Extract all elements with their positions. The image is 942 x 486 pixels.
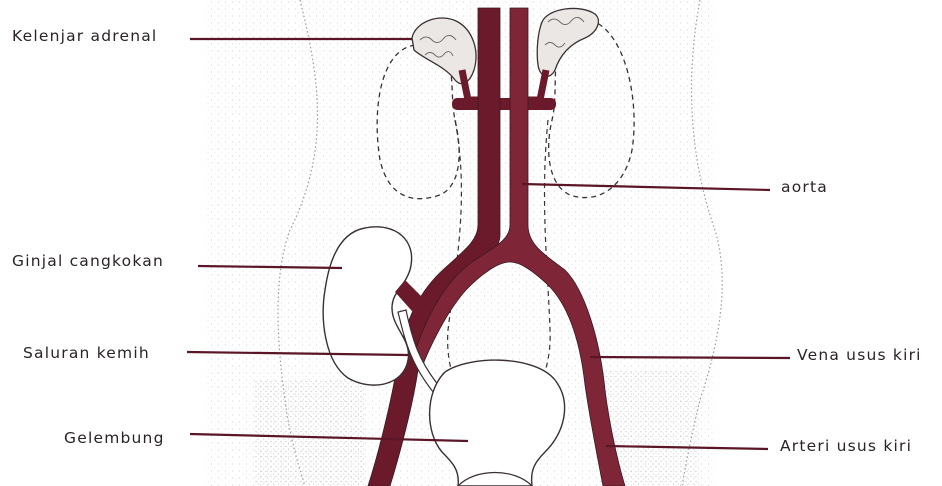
label-aorta: aorta <box>781 177 828 197</box>
leader-vein <box>590 357 790 358</box>
label-adrenal-gland: Kelenjar adrenal <box>12 26 157 46</box>
label-vein: Vena usus kiri <box>797 345 922 365</box>
label-transplanted-kidney: Ginjal cangkokan <box>12 251 164 271</box>
label-artery: Arteri usus kiri <box>780 436 912 456</box>
label-ureter: Saluran kemih <box>23 343 150 363</box>
label-bladder: Gelembung <box>64 428 165 448</box>
